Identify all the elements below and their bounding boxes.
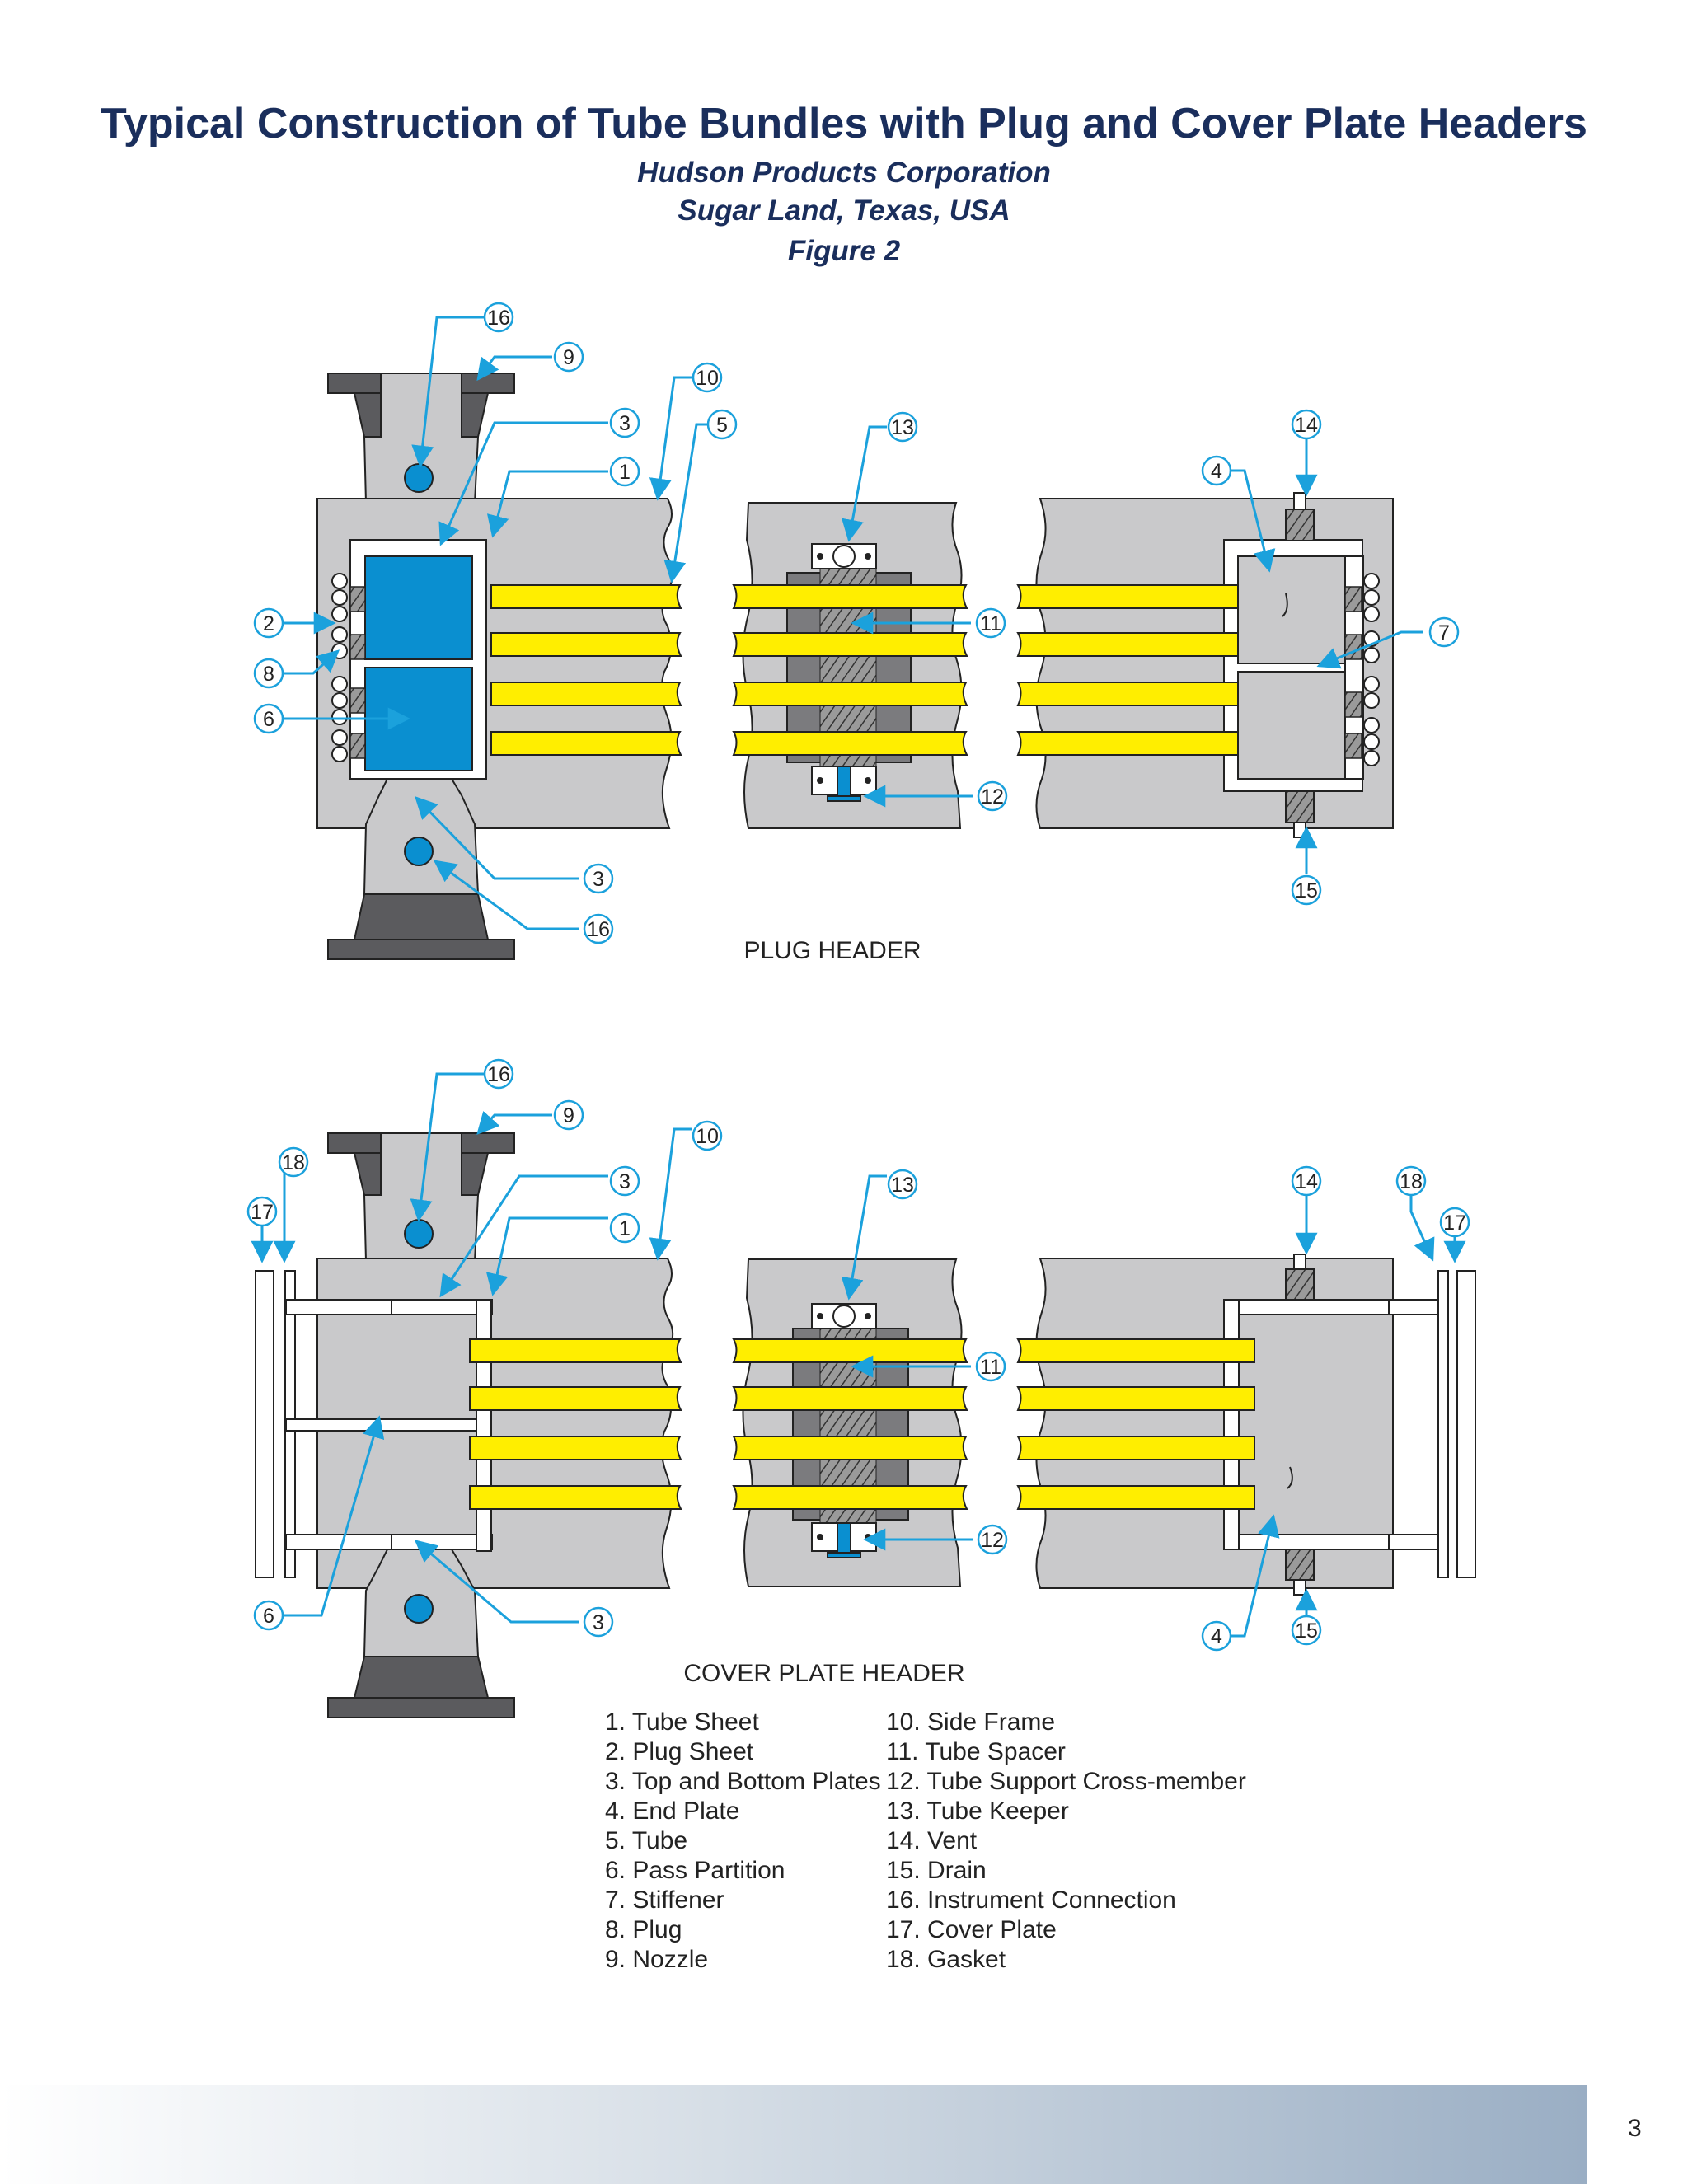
cover-plate-header-diagram: 16 9 10 18 3 13 14 18 1 17 17 11 12 6 3 … [246, 1058, 1476, 1718]
callout-number: 15 [1295, 1619, 1318, 1643]
legend-item: 12. Tube Support Cross-member [886, 1768, 1246, 1795]
callout-number: 18 [282, 1151, 305, 1174]
callout-number: 18 [1400, 1170, 1423, 1193]
callout-number: 3 [619, 1170, 631, 1193]
cover-plate-right [1456, 1270, 1476, 1578]
callout-number: 10 [696, 1125, 719, 1148]
callout-number: 11 [980, 1356, 1001, 1379]
callout-number: 12 [981, 1529, 1004, 1552]
legend-item: 4. End Plate [605, 1797, 740, 1825]
legend-item: 15. Drain [886, 1857, 987, 1884]
callout-number: 14 [1295, 1170, 1318, 1193]
callout-1: 1 [619, 461, 631, 484]
tubes-plug-header [490, 584, 1239, 756]
legend-item: 16. Instrument Connection [886, 1886, 1176, 1914]
legend-item: 8. Plug [605, 1916, 682, 1943]
callout-number: 1 [619, 1217, 631, 1240]
leaders-plug-header [283, 316, 1423, 930]
callout-number: 3 [593, 1611, 604, 1634]
legend-item: 6. Pass Partition [605, 1857, 785, 1884]
company-location: Sugar Land, Texas, USA [678, 194, 1010, 227]
page-number: 3 [1628, 2115, 1642, 2142]
vent [1285, 492, 1315, 541]
instrument-connection-top [404, 463, 434, 493]
callout-number: 17 [251, 1201, 274, 1224]
bottom-nozzle [327, 893, 515, 960]
legend-item: 17. Cover Plate [886, 1916, 1057, 1943]
callout-3: 3 [619, 412, 631, 435]
legend-item: 1. Tube Sheet [605, 1708, 759, 1736]
tubes-cover-plate-header [469, 1338, 1255, 1510]
callout-number: 6 [263, 1605, 274, 1628]
legend-item: 10. Side Frame [886, 1708, 1056, 1736]
callout-number: 9 [563, 1104, 574, 1127]
callout-4: 4 [1211, 460, 1222, 483]
callout-6: 6 [263, 708, 274, 731]
callout-circles-plug-header [253, 302, 1460, 944]
callout-11: 11 [980, 612, 1001, 635]
callout-number: 17 [1443, 1212, 1466, 1235]
callout-numbers-plug-header: 16 9 10 3 5 1 13 14 4 2 11 7 8 6 12 3 15… [263, 307, 1450, 941]
legend-item: 2. Plug Sheet [605, 1738, 754, 1765]
callout-number: 16 [487, 1063, 510, 1086]
callout-3-bottom: 3 [593, 868, 604, 891]
callout-9: 9 [563, 346, 574, 369]
callout-16-bottom: 16 [587, 918, 610, 941]
callout-13: 13 [891, 416, 914, 439]
tube-bundle-diagram: 16 9 10 3 5 1 13 14 4 2 11 7 8 6 12 3 15… [246, 302, 1476, 1718]
callout-number: 13 [891, 1174, 914, 1197]
plug-header-caption: PLUG HEADER [743, 937, 921, 964]
legend-item: 14. Vent [886, 1827, 978, 1854]
drain [1285, 790, 1315, 838]
figure-label: Figure 2 [787, 235, 901, 267]
callout-8: 8 [263, 663, 274, 686]
legend-item: 5. Tube [605, 1827, 688, 1854]
callout-number: 4 [1211, 1625, 1222, 1648]
callout-15: 15 [1295, 879, 1318, 902]
cover-plate-left [255, 1270, 274, 1578]
callout-14: 14 [1295, 414, 1318, 437]
legend-item: 18. Gasket [886, 1946, 1006, 1973]
gasket-right [1437, 1270, 1449, 1578]
page-title: Typical Construction of Tube Bundles wit… [101, 100, 1587, 148]
legend-item: 11. Tube Spacer [886, 1738, 1066, 1765]
callout-16: 16 [487, 307, 510, 330]
legend-item: 9. Nozzle [605, 1946, 709, 1973]
legend-item: 13. Tube Keeper [886, 1797, 1069, 1825]
callout-2: 2 [263, 612, 274, 635]
plug-column-right [1363, 573, 1380, 766]
legend-right-column: 10. Side Frame 11. Tube Spacer 12. Tube … [886, 1708, 1246, 1975]
cover-plate-header-caption: COVER PLATE HEADER [683, 1660, 964, 1687]
instrument-connection-bottom [404, 837, 434, 866]
callout-5: 5 [716, 414, 728, 437]
plug-threads [349, 586, 366, 759]
legend-item: 3. Top and Bottom Plates [605, 1768, 881, 1795]
callout-7: 7 [1438, 621, 1450, 644]
legend-left-column: 1. Tube Sheet 2. Plug Sheet 3. Top and B… [605, 1708, 881, 1975]
tube-keeper-top [811, 543, 877, 569]
footer-bar [0, 2085, 1587, 2184]
plug-header-diagram: 16 9 10 3 5 1 13 14 4 2 11 7 8 6 12 3 15… [253, 302, 1460, 964]
callout-10: 10 [696, 367, 719, 390]
legend-item: 7. Stiffener [605, 1886, 724, 1914]
company-name: Hudson Products Corporation [637, 157, 1051, 189]
callout-12: 12 [981, 785, 1004, 808]
